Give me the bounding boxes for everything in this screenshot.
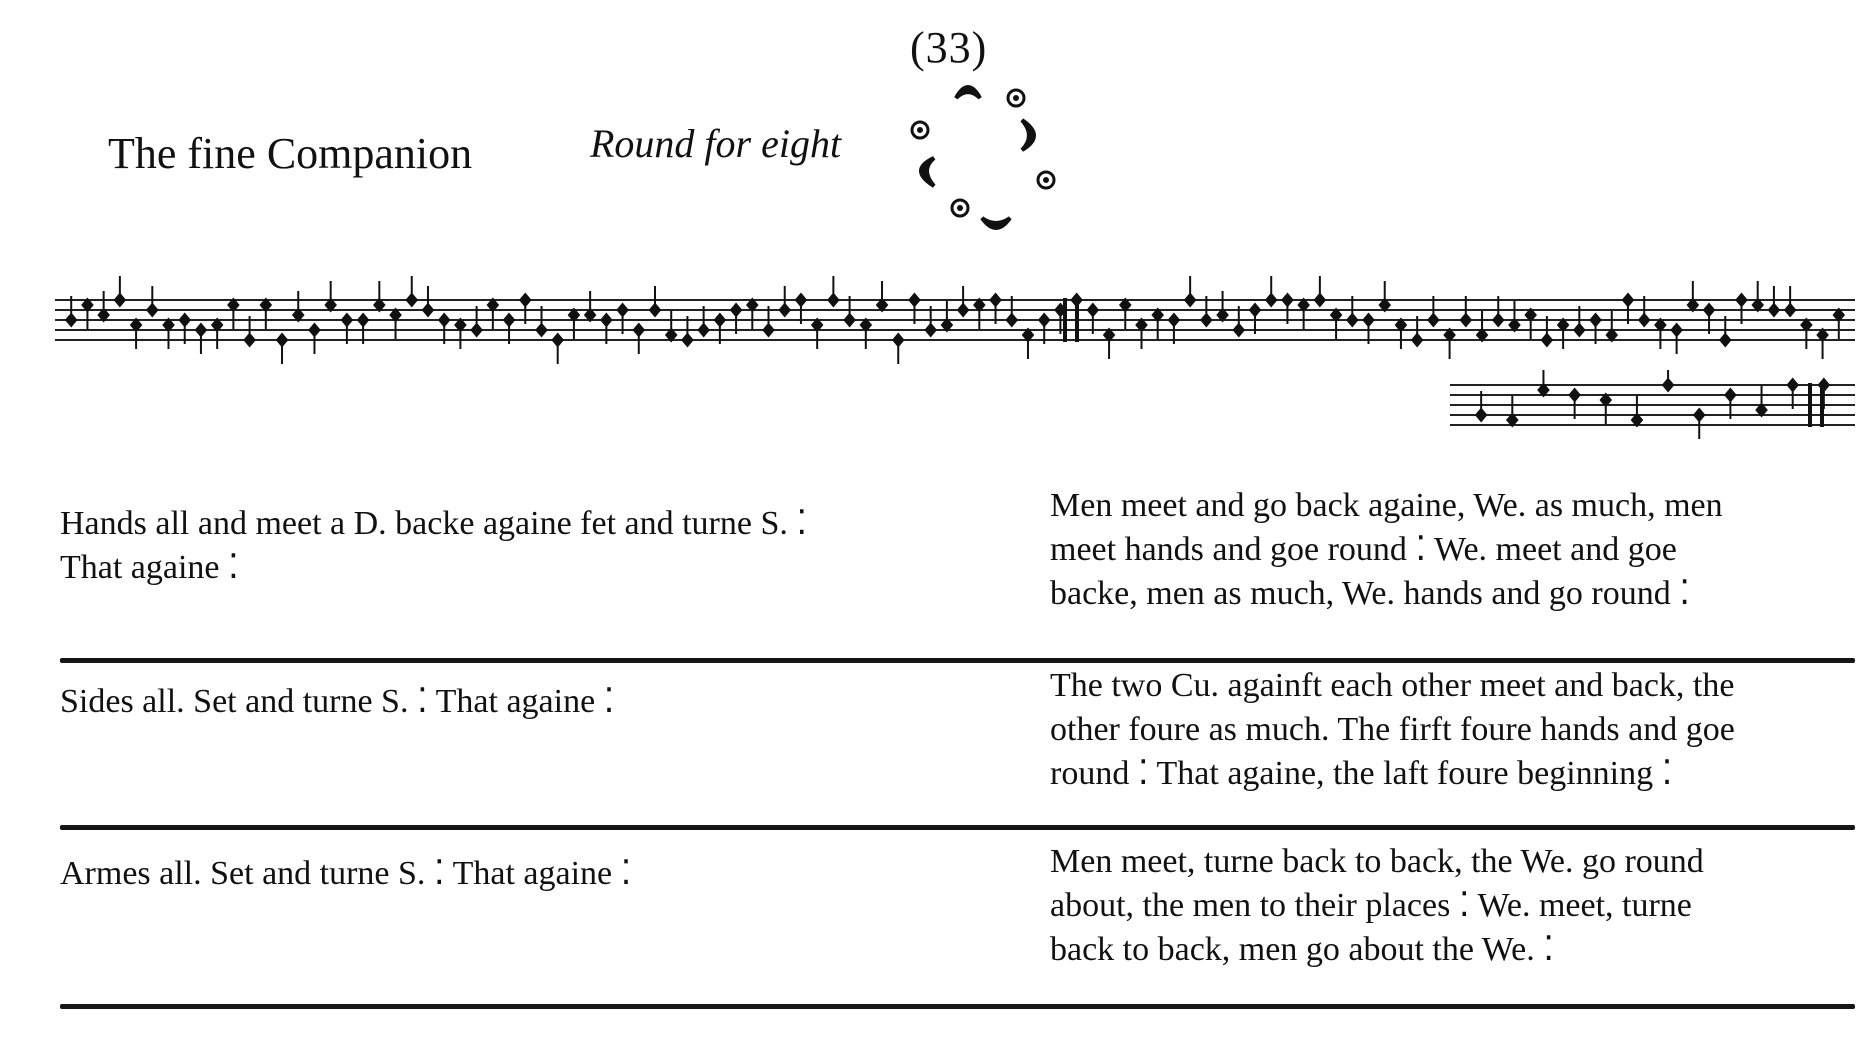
text-line: backe, men as much, We. hands and go rou… [1050, 575, 1691, 612]
text-line: Men meet and go back againe, We. as much… [1050, 487, 1723, 524]
woman-symbol [954, 85, 982, 100]
text-line: The two Cu. againft each other meet and … [1050, 667, 1735, 704]
section-divider [60, 658, 1855, 663]
woman-symbol [919, 156, 936, 188]
section-divider [60, 1004, 1855, 1009]
text-line: That againe ⁚ [60, 549, 239, 586]
dance-title: The fine Companion [108, 129, 473, 178]
page-number: (33) [910, 23, 988, 72]
dance-form: Round for eight [590, 121, 842, 166]
woman-symbol [1020, 118, 1036, 152]
text-line: about, the men to their places ⁚ We. mee… [1050, 887, 1692, 924]
figure-2-first-part: Sides all. Set and turne S. ⁚ That again… [60, 680, 1020, 724]
music-staff [55, 276, 1855, 364]
formation-diagram [910, 85, 1056, 230]
text-line: Sides all. Set and turne S. ⁚ That again… [60, 683, 615, 720]
music-staff-continuation [1450, 370, 1855, 439]
text-line: meet hands and goe round ⁚ We. meet and … [1050, 531, 1677, 568]
text-line: other foure as much. The firft foure han… [1050, 711, 1735, 748]
text-line: Armes all. Set and turne S. ⁚ That again… [60, 855, 632, 892]
figure-3-second-part: Men meet, turne back to back, the We. go… [1050, 840, 1850, 972]
figure-3-first-part: Armes all. Set and turne S. ⁚ That again… [60, 852, 1020, 896]
figure-2-second-part: The two Cu. againft each other meet and … [1050, 664, 1850, 796]
man-symbol [910, 120, 930, 140]
man-symbol [950, 198, 970, 218]
text-line: round ⁚ That againe, the laft foure begi… [1050, 755, 1673, 792]
woman-symbol [980, 216, 1012, 230]
section-divider [60, 825, 1855, 830]
figure-1-second-part: Men meet and go back againe, We. as much… [1050, 484, 1850, 616]
man-symbol [1036, 170, 1056, 190]
text-line: Hands all and meet a D. backe againe fet… [60, 505, 808, 542]
figure-1-first-part: Hands all and meet a D. backe againe fet… [60, 502, 1020, 590]
text-line: Men meet, turne back to back, the We. go… [1050, 843, 1704, 880]
man-symbol [1006, 88, 1026, 108]
text-line: back to back, men go about the We. ⁚ [1050, 931, 1555, 968]
